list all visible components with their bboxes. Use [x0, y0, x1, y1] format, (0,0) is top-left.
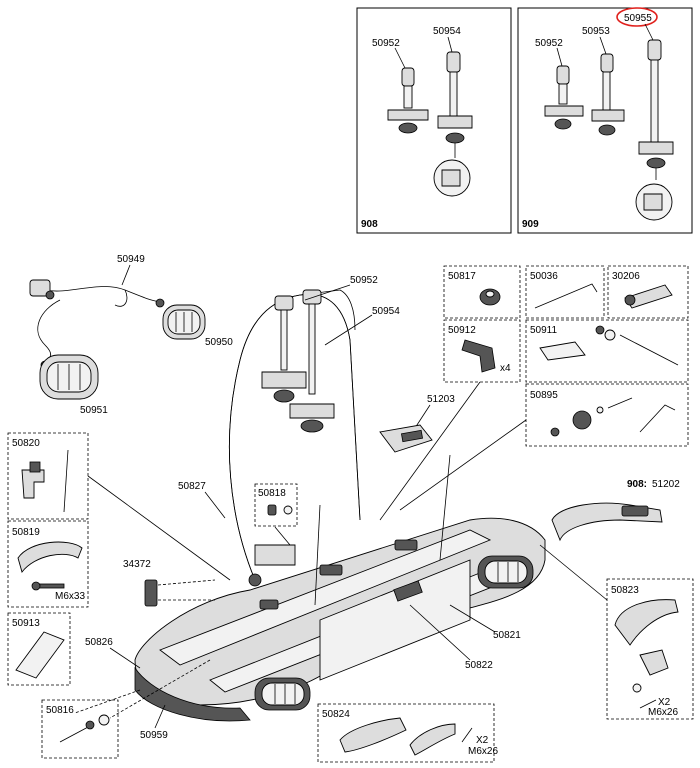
kit-908-part-2-label: 50954	[433, 26, 461, 37]
tail-light-left	[39, 354, 99, 400]
wheel-channel-front	[159, 529, 492, 666]
bike-carrier-assembly: 50952 50954	[74, 275, 546, 741]
kit-908-title: 908	[361, 219, 378, 230]
part-box-50912: 50912 x4	[443, 319, 521, 383]
frame-arm-holders	[261, 289, 335, 433]
label-50895: 50895	[530, 390, 558, 401]
carrier-light-right	[477, 555, 534, 589]
label-50911: 50911	[530, 325, 558, 336]
note-m6x26-bottom: M6x26	[468, 746, 498, 757]
connector-plug	[29, 279, 51, 297]
arm-long-909	[635, 23, 674, 221]
label-50823: 50823	[611, 585, 639, 596]
label-34372: 34372	[123, 559, 151, 570]
part-box-30206: 30206	[607, 265, 689, 319]
label-50950: 50950	[205, 337, 233, 348]
part-box-50819: 50819 M6x33	[7, 520, 89, 608]
tail-light-right	[162, 304, 206, 340]
kit-909-panel: 909 50952 50953 50955	[517, 7, 693, 234]
label-50827: 50827	[178, 481, 206, 492]
label-50822: 50822	[465, 660, 493, 671]
strap-ratchet-2	[394, 539, 418, 551]
part-box-50818: 50818	[254, 483, 298, 546]
part-34372: 34372	[123, 559, 216, 607]
carrier-light-left	[254, 677, 311, 711]
note-x2-right: X2	[658, 697, 671, 708]
kit-908-frame	[356, 7, 512, 234]
part-box-50036: 50036	[525, 265, 605, 319]
label-50951: 50951	[80, 405, 108, 416]
part-box-50820: 50820	[7, 432, 231, 581]
note-x4: x4	[500, 363, 511, 374]
hitch-coupling	[254, 544, 296, 566]
arm-medium-909	[591, 36, 625, 136]
label-50949: 50949	[117, 254, 145, 265]
part-box-50823: 50823 X2 M6x26	[539, 544, 694, 720]
highlight-circle	[616, 7, 658, 27]
strap-ratchet-1	[319, 564, 343, 576]
part-box-50816: 50816	[41, 699, 119, 759]
label-50912: 50912	[448, 325, 476, 336]
part-box-50895: 50895	[525, 383, 689, 447]
part-box-50817: 50817	[443, 265, 521, 319]
wheel-cradle-51202: 908: 51202	[551, 479, 680, 542]
label-50821: 50821	[493, 630, 521, 641]
label-50818: 50818	[258, 488, 286, 499]
kit-909-frame	[517, 7, 693, 234]
wheel-cradle-51203: 51203	[379, 394, 455, 453]
kit-909-part-1-label: 50952	[535, 38, 563, 49]
part-box-50913: 50913	[7, 612, 71, 686]
label-50036: 50036	[530, 271, 558, 282]
label-50959: 50959	[140, 730, 168, 741]
note-m6x26-right: M6x26	[648, 707, 678, 718]
part-box-50911: 50911	[525, 319, 689, 383]
arm-long-908	[433, 36, 473, 197]
arm-short-909	[544, 47, 584, 130]
label-50819: 50819	[12, 527, 40, 538]
note-x2-bottom: X2	[476, 735, 489, 746]
part-box-50824: 50824 X2 M6x26	[317, 703, 498, 763]
label-30206: 30206	[612, 271, 640, 282]
strap-ratchet-3	[259, 599, 279, 610]
license-plate-area	[319, 559, 471, 681]
label-51203: 51203	[427, 394, 455, 405]
label-50952-main: 50952	[350, 275, 378, 286]
arm-short-908	[387, 47, 429, 134]
kit-908-part-1-label: 50952	[372, 38, 400, 49]
label-50816: 50816	[46, 705, 74, 716]
kit-908-panel: 908 50952 50954	[356, 7, 512, 234]
label-50820: 50820	[12, 438, 40, 449]
lights-wiring: 50949 50950 50951	[29, 254, 233, 416]
label-50826: 50826	[85, 637, 113, 648]
brand-plate	[393, 580, 423, 602]
label-51202-prefix: 908:	[627, 479, 647, 490]
kit-909-title: 909	[522, 219, 539, 230]
label-51202: 51202	[652, 479, 680, 490]
label-50954-main: 50954	[372, 306, 400, 317]
kit-909-part-2-label: 50953	[582, 26, 610, 37]
note-m6x33: M6x33	[55, 591, 85, 602]
kit-909-part-3-label: 50955	[624, 13, 652, 24]
label-50817: 50817	[448, 271, 476, 282]
label-50824: 50824	[322, 709, 350, 720]
label-50913: 50913	[12, 618, 40, 629]
